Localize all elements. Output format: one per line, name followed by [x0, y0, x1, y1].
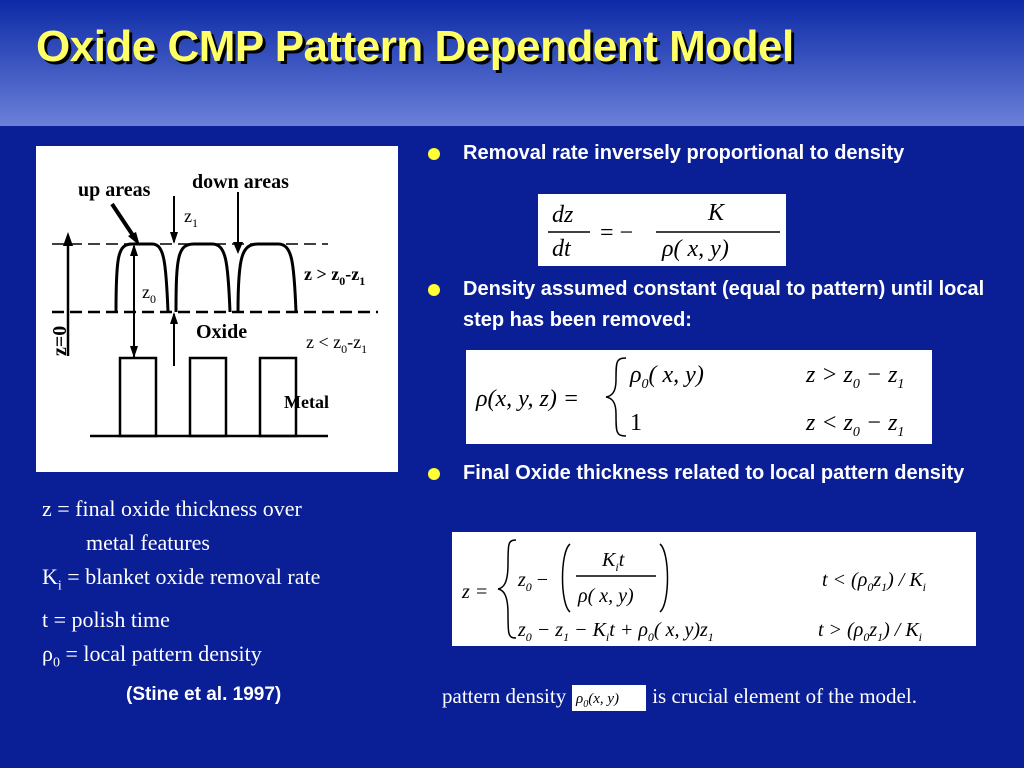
eq3-c1-denominator: ρ( x, y)	[577, 585, 634, 607]
down-areas-label: down areas	[192, 171, 289, 193]
citation: (Stine et al. 1997)	[126, 684, 282, 705]
eq2-lhs: ρ(x, y, z) =	[475, 386, 579, 412]
equation-density-piecewise: ρ(x, y, z) = ρ0( x, y) z > z0 − z1 1 z <…	[466, 350, 932, 444]
bullet-item-1: Removal rate inversely proportional to d…	[428, 138, 988, 169]
inline-density-symbol: ρ0(x, y)	[572, 685, 647, 712]
down-areas-arrow-icon	[233, 242, 243, 254]
definition-z-continued: metal features	[86, 530, 210, 555]
definition-t: t = polish time	[42, 607, 170, 633]
metal-feature-3	[258, 356, 298, 438]
definition-z: z = final oxide thickness over	[42, 496, 302, 521]
inline-density-expression: ρ0(x, y)	[575, 691, 619, 710]
up-areas-label: up areas	[78, 179, 151, 201]
z0-label: z0	[142, 282, 156, 306]
eq3-c1-condition: t < (ρ0z1) / Ki	[822, 569, 926, 594]
bullet-item-2: Density assumed constant (equal to patte…	[428, 274, 988, 336]
oxide-label: Oxide	[196, 321, 247, 343]
eq1-dz: dz	[552, 202, 574, 228]
z-axis-arrowhead	[63, 232, 73, 246]
z0-arrow-down-icon	[130, 346, 138, 358]
equation-final-thickness: z = z0 − Kit ρ( x, y) t < (ρ0z1) / Ki z0…	[452, 532, 976, 646]
bullet-dot-icon	[428, 284, 440, 296]
definition-k: Ki = blanket oxide removal rate	[42, 564, 321, 594]
footnote-before: pattern density	[442, 684, 567, 708]
eq2-case2-value: 1	[630, 410, 642, 436]
eq1-rho: ρ( x, y)	[661, 236, 729, 262]
equation-removal-rate: dz dt = − K ρ( x, y)	[538, 194, 786, 266]
eq3-c2-condition: t > (ρ0z1) / Ki	[818, 619, 922, 644]
z1-arrow-up-icon	[170, 312, 178, 324]
eq2-case2-condition: z < z0 − z1	[805, 410, 904, 440]
footnote-after: is crucial element of the model.	[652, 684, 917, 708]
cmp-diagram: up areas down areas z1 z0 z=0 z > z0-z1 …	[36, 146, 398, 472]
eq2-case1-value: ρ0( x, y)	[629, 362, 704, 392]
bullet-item-3: Final Oxide thickness related to local p…	[428, 458, 988, 489]
bullet-text: Removal rate inversely proportional to d…	[463, 142, 905, 164]
bullet-text: Density assumed constant (equal to patte…	[463, 278, 985, 331]
eq1-k: K	[707, 200, 726, 226]
bullet-dot-icon	[428, 148, 440, 160]
up-areas-arrow-icon	[128, 232, 140, 246]
definition-rho: ρ0 = local pattern density	[42, 641, 262, 671]
eq3-c1-z0: z0 −	[517, 569, 548, 594]
z1-arrow-down-icon	[170, 232, 178, 244]
eq3-c2-expression: z0 − z1 − Kit + ρ0( x, y)z1	[517, 619, 714, 644]
z1-label: z1	[184, 206, 198, 230]
metal-label: Metal	[284, 392, 329, 412]
z-lt-condition-label: z < z0-z1	[306, 332, 367, 356]
metal-feature-2	[188, 356, 228, 438]
eq1-relation: = −	[600, 220, 633, 246]
footnote: pattern density ρ0(x, y) is crucial elemen…	[442, 684, 917, 712]
slide-title: Oxide CMP Pattern Dependent Model	[36, 22, 794, 71]
z-gt-condition-label: z > z0-z1	[304, 264, 365, 288]
eq3-lhs: z =	[461, 581, 488, 603]
z-zero-label: z=0	[49, 326, 71, 356]
bullet-dot-icon	[428, 468, 440, 480]
eq1-dt: dt	[552, 236, 572, 262]
oxide-profile	[114, 242, 298, 313]
z0-arrow-up-icon	[130, 244, 138, 256]
eq3-c1-numerator: Kit	[601, 549, 625, 574]
bullet-text: Final Oxide thickness related to local p…	[463, 462, 965, 484]
title-bar: Oxide CMP Pattern Dependent Model	[0, 0, 1024, 126]
symbol-definitions: z = final oxide thickness over metal fea…	[42, 492, 412, 681]
eq2-case1-condition: z > z0 − z1	[805, 362, 904, 392]
metal-feature-1	[118, 356, 158, 438]
